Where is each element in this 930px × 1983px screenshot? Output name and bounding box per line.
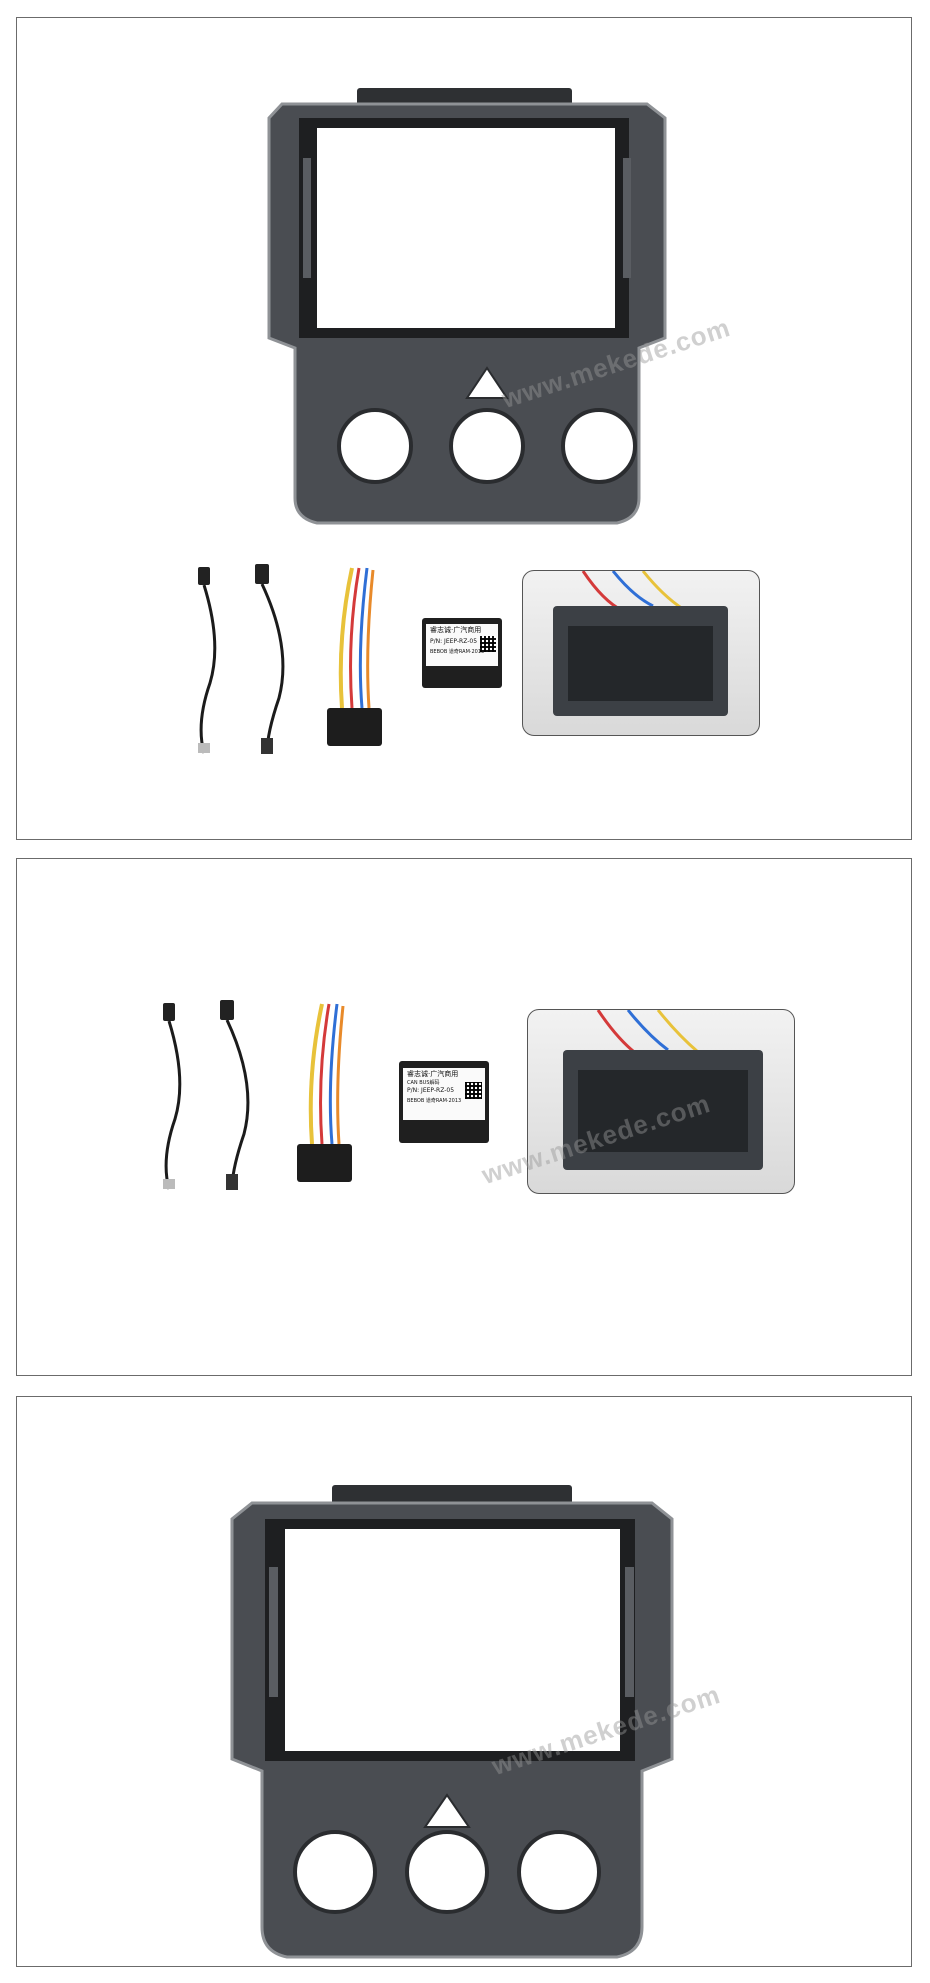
- module-label: 睿志诚·广汽商用 CAN BUS解码 P/N: JEEP-RZ-05 BEBOB…: [403, 1068, 485, 1120]
- label-subtitle: CAN BUS解码: [407, 1080, 440, 1086]
- connector: [553, 571, 728, 716]
- dash-frame: [267, 88, 667, 525]
- antenna-cable-1: [163, 1003, 182, 1190]
- antenna-cable-1: [198, 567, 217, 754]
- label-brand: 睿志诚·广汽商用: [407, 1070, 459, 1078]
- label-brand: 睿志诚·广汽商用: [430, 626, 482, 634]
- qr-code: [480, 636, 496, 652]
- connector-closeup-photo: [527, 1009, 795, 1194]
- antenna-cable-2: [255, 564, 285, 754]
- antenna-cable-2: [220, 1000, 250, 1190]
- wiring-harness: [297, 1003, 352, 1182]
- label-part-number: P/N: JEEP-RZ-05: [430, 638, 478, 645]
- dash-frame: [230, 1485, 674, 1959]
- decoder-module: 睿志诚·广汽商用 CAN BUS解码 P/N: JEEP-RZ-05 BEBOB…: [399, 1061, 489, 1143]
- decoder-module: 睿志诚·广汽商用 P/N: JEEP-RZ-05 BEBOB 道奇RAM·201…: [422, 618, 502, 688]
- label-model: BEBOB 道奇RAM·2013: [430, 649, 485, 655]
- label-model: BEBOB 道奇RAM·2013: [407, 1098, 462, 1104]
- product-panel-2: 睿志诚·广汽商用 CAN BUS解码 P/N: JEEP-RZ-05 BEBOB…: [16, 858, 912, 1376]
- module-label: 睿志诚·广汽商用 P/N: JEEP-RZ-05 BEBOB 道奇RAM·201…: [426, 624, 498, 666]
- connector: [563, 1010, 763, 1170]
- connector-closeup-photo: [522, 570, 760, 736]
- wiring-harness: [327, 567, 382, 746]
- product-panel-3: www.mekede.com: [16, 1396, 912, 1967]
- qr-code: [465, 1082, 482, 1099]
- label-part-number: P/N: JEEP-RZ-05: [407, 1087, 455, 1094]
- product-panel-1: www.mekede.com 睿志诚·广汽商用 P/N: JEEP-RZ-05 …: [16, 17, 912, 840]
